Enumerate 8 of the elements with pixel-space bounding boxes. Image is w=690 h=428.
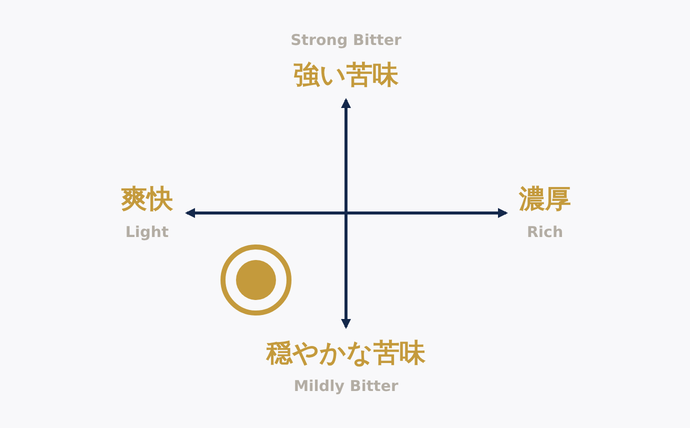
axis-label: Mildly Bitter	[294, 377, 398, 395]
axis-title: 爽快	[121, 184, 173, 216]
axis-title: 穏やかな苦味	[266, 338, 426, 370]
axis-label: Rich	[526, 223, 564, 241]
axis-label: Light	[125, 223, 169, 241]
axis-title: 濃厚	[519, 184, 571, 216]
axis-title: 強い苦味	[294, 60, 398, 92]
axis-label: Strong Bitter	[290, 31, 402, 49]
